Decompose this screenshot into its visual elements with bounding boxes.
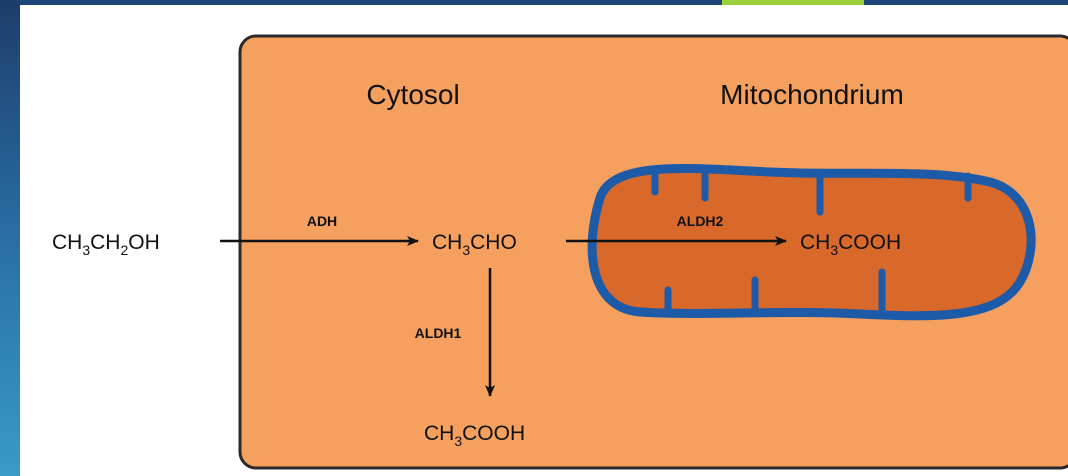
adh-label: ADH bbox=[307, 213, 337, 229]
mitochondrion-membrane bbox=[587, 163, 1036, 321]
ethanol-formula: CH3CH2OH bbox=[52, 231, 160, 258]
slide-top-bar bbox=[0, 0, 1068, 5]
acetate-mitochondrial-formula: CH3COOH bbox=[800, 231, 901, 258]
slide-left-edge bbox=[0, 0, 20, 476]
aldh1-label: ALDH1 bbox=[415, 325, 462, 341]
mitochondrion bbox=[587, 163, 1036, 321]
acetate-cytosolic-formula: CH3COOH bbox=[424, 422, 525, 449]
cytosol-label: Cytosol bbox=[366, 79, 459, 110]
mitochondrion-cristae bbox=[651, 168, 972, 317]
mitochondrion-label: Mitochondrium bbox=[720, 79, 904, 110]
acetaldehyde-formula: CH3CHO bbox=[432, 231, 517, 258]
aldh2-label: ALDH2 bbox=[677, 213, 724, 229]
slide-accent-bar bbox=[722, 0, 864, 5]
